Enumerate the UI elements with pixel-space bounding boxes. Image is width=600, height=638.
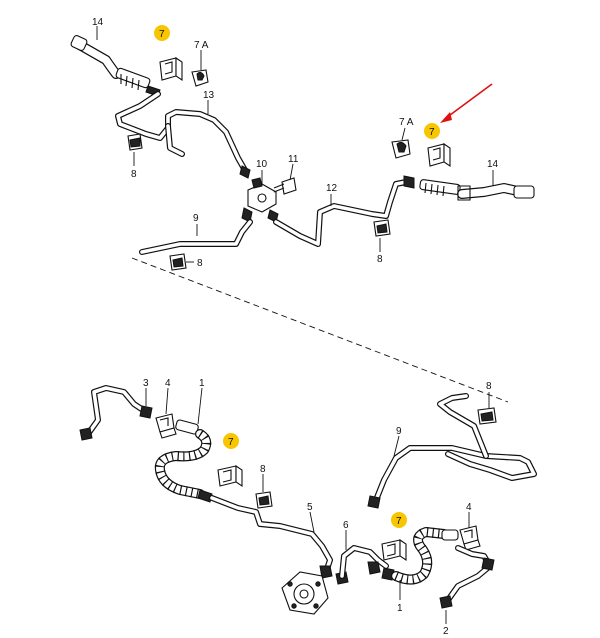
brake-hose-1-left	[154, 419, 213, 503]
dashed-separator	[131, 257, 509, 403]
brake-unit	[281, 571, 349, 615]
callout-7a-upper-right: 7 A	[399, 117, 414, 128]
callout-10: 10	[256, 159, 268, 170]
brake-pipe-5	[209, 495, 333, 579]
badge-7-lower-left	[223, 433, 239, 449]
callout-14-right: 14	[487, 159, 499, 170]
brake-hose-1-right	[381, 526, 459, 585]
callout-8-upper-lower-left: 8	[197, 258, 203, 269]
holder-8-lower-right	[477, 407, 497, 425]
clip-7-lower-left	[217, 464, 243, 488]
bolt-11	[273, 177, 297, 195]
callout-7a-upper-left: 7 A	[194, 40, 209, 51]
clip-7-upper-left	[159, 56, 183, 82]
callout-1-lower-left: 1	[199, 378, 205, 389]
callout-12: 12	[326, 183, 338, 194]
callout-7-upper-left: 7	[159, 29, 165, 40]
brake-pipe-6	[339, 545, 389, 579]
callout-14-left: 14	[92, 17, 104, 28]
callout-3: 3	[143, 378, 149, 389]
brake-pipe-3	[79, 385, 153, 441]
red-pointer-arrow	[440, 83, 493, 123]
holder-8-lower-left	[255, 491, 273, 509]
brake-pipe-9-lower	[367, 393, 537, 509]
clip-7a-upper-right	[391, 139, 411, 159]
callout-7-lower-right: 7	[396, 516, 402, 527]
callout-13: 13	[203, 90, 215, 101]
brake-pipe-9-upper	[139, 219, 253, 255]
hose-14-left	[70, 35, 161, 97]
callout-4-lower-right: 4	[466, 502, 472, 513]
holder-8-upper-mid	[373, 219, 391, 237]
callout-9-upper: 9	[193, 213, 199, 224]
badge-7-upper-left	[154, 25, 170, 41]
callout-6: 6	[343, 520, 349, 531]
holder-8-upper-left	[127, 133, 143, 151]
callout-9-lower: 9	[396, 426, 402, 437]
clip-7-lower-right	[381, 538, 407, 562]
callout-8-lower-right: 8	[486, 381, 492, 392]
junction-10	[241, 177, 279, 223]
callout-4-lower-left: 4	[165, 378, 171, 389]
callout-5: 5	[307, 502, 313, 513]
callout-1-lower-right: 1	[397, 603, 403, 614]
brake-pipe-13	[115, 91, 251, 179]
callout-8-upper-left: 8	[131, 169, 137, 180]
badge-7-upper-right	[424, 123, 440, 139]
callout-7-upper-right: 7	[429, 127, 435, 138]
callout-8-lower-left: 8	[260, 464, 266, 475]
clip-7-upper-right	[427, 142, 451, 168]
holder-8-upper-lower-left	[169, 253, 187, 271]
brake-pipe-2	[439, 545, 495, 609]
leader-lines	[96, 26, 494, 624]
badge-7-lower-right	[391, 512, 407, 528]
brake-pipe-12	[273, 175, 415, 247]
callout-7-lower-left: 7	[228, 437, 234, 448]
clip-7a-upper-left	[191, 69, 209, 87]
clip-4-lower-left	[155, 413, 177, 439]
callout-8-upper-mid: 8	[377, 254, 383, 265]
callout-2: 2	[443, 626, 449, 637]
clip-4-lower-right	[459, 525, 481, 551]
hose-14-right	[419, 179, 535, 201]
callout-11: 11	[288, 154, 299, 165]
